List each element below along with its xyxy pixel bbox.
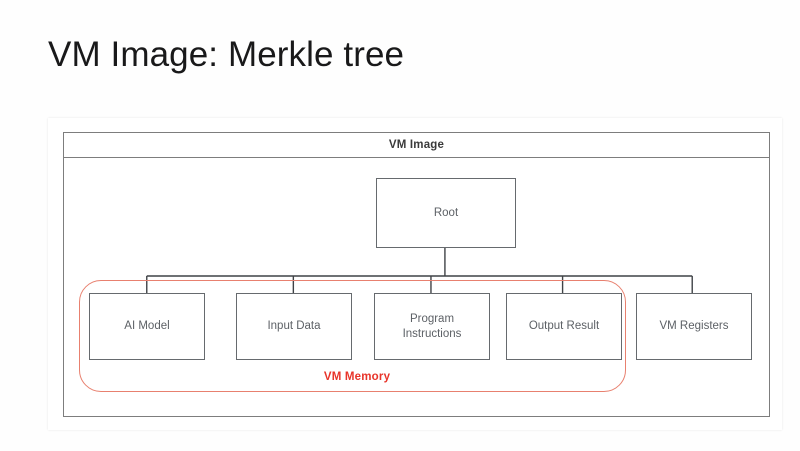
vm-image-container: VM Image VM Memory Root <box>63 132 770 417</box>
node-vm-registers[interactable]: VM Registers <box>636 293 752 360</box>
node-vm-registers-label: VM Registers <box>659 320 729 332</box>
node-program-instructions[interactable]: Program Instructions <box>374 293 490 360</box>
page-title: VM Image: Merkle tree <box>48 35 405 74</box>
vm-memory-group-outline <box>79 280 626 392</box>
node-input-data-label: Input Data <box>267 320 321 332</box>
node-ai-model-label: AI Model <box>124 320 170 332</box>
node-output-result-label: Output Result <box>528 320 600 332</box>
node-root-label: Root <box>433 206 459 219</box>
node-output-result[interactable]: Output Result <box>506 293 622 360</box>
node-root[interactable]: Root <box>376 178 516 248</box>
node-input-data[interactable]: Input Data <box>236 293 352 360</box>
diagram-panel: VM Image VM Memory Root <box>48 118 782 430</box>
vm-memory-label: VM Memory <box>323 371 391 383</box>
node-ai-model[interactable]: AI Model <box>89 293 205 360</box>
node-program-instructions-label: Program Instructions <box>402 312 462 340</box>
vm-image-header-label: VM Image <box>64 133 769 158</box>
merkle-tree-area: VM Memory Root AI Model Input Data Progr… <box>64 158 769 418</box>
